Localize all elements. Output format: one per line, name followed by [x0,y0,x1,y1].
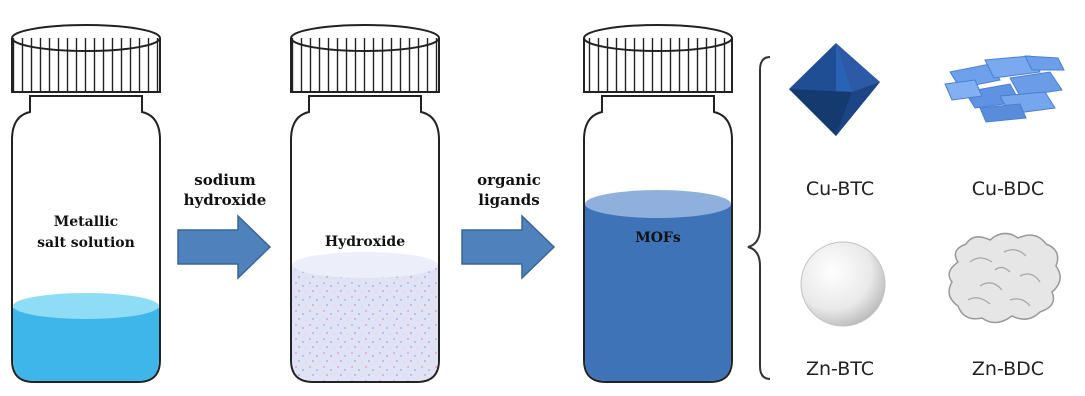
arrow-label-line: sodium [194,171,256,189]
cap-ribs-icon [11,38,161,93]
sphere-icon [800,241,886,327]
arrow-label-line: hydroxide [183,191,267,209]
liquid-surface [292,252,438,278]
liquid [13,308,159,381]
product-label-cu-bdc: Cu-BDC [971,178,1045,200]
cap-ribs-icon [583,38,733,93]
liquid [292,266,438,381]
vial-label-mofs: MOFs [635,230,681,246]
liquid-surface [13,293,159,319]
right-arrow-icon [461,214,556,280]
vial-label-line: salt solution [37,235,135,251]
vial-hydroxide [290,24,440,383]
liquid [585,205,731,381]
vial-label-line: Metallic [53,214,119,230]
product-label-zn-btc: Zn-BTC [805,358,875,380]
sheets-icon [944,55,1065,123]
product-label-zn-bdc: Zn-BDC [971,358,1045,380]
product-label-cu-btc: Cu-BTC [805,178,875,200]
cap-ribs-icon [290,38,440,93]
vial-label-hydroxide: Hydroxide [324,234,406,250]
arrow-label-organic-ligands: organic ligands [454,170,564,210]
vial-metallic-salt [11,24,161,383]
vial-mofs [583,24,733,383]
vial-label-metallic-salt: Metallic salt solution [20,212,152,254]
arrow-label-line: ligands [478,191,540,209]
arrow-label-line: organic [477,171,541,189]
right-arrow-icon [177,214,272,280]
bracket [747,56,771,380]
arrow-label-sodium-hydroxide: sodium hydroxide [170,170,280,210]
rough-particle-icon [948,232,1061,324]
octahedron-icon [789,43,880,136]
liquid-surface [585,190,731,218]
